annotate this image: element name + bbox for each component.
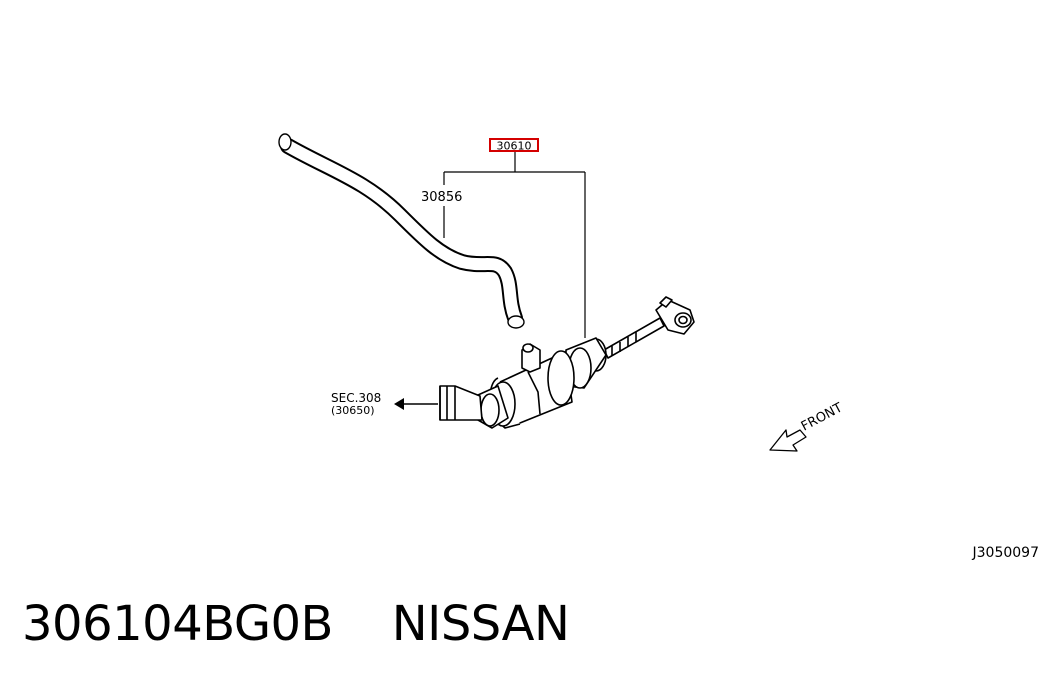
- highlight-box: [489, 138, 539, 152]
- clutch-master-cylinder: [439, 296, 695, 429]
- hose-30856: [278, 133, 525, 329]
- leader-lines: [443, 151, 586, 338]
- caption: 306104BG0B NISSAN: [22, 596, 570, 652]
- front-label: FRONT: [799, 400, 845, 434]
- callout-30856: 30856: [421, 190, 462, 205]
- section-ref-label: SEC.308: [331, 391, 381, 405]
- section-arrow: [394, 398, 438, 410]
- part-number: 306104BG0B: [22, 596, 333, 652]
- callout-30610: 30610: [497, 140, 532, 153]
- brand-name: NISSAN: [391, 596, 570, 652]
- section-sub-label: (30650): [331, 404, 375, 417]
- figure-code: J3050097: [972, 545, 1039, 561]
- front-arrow-icon: [769, 429, 807, 452]
